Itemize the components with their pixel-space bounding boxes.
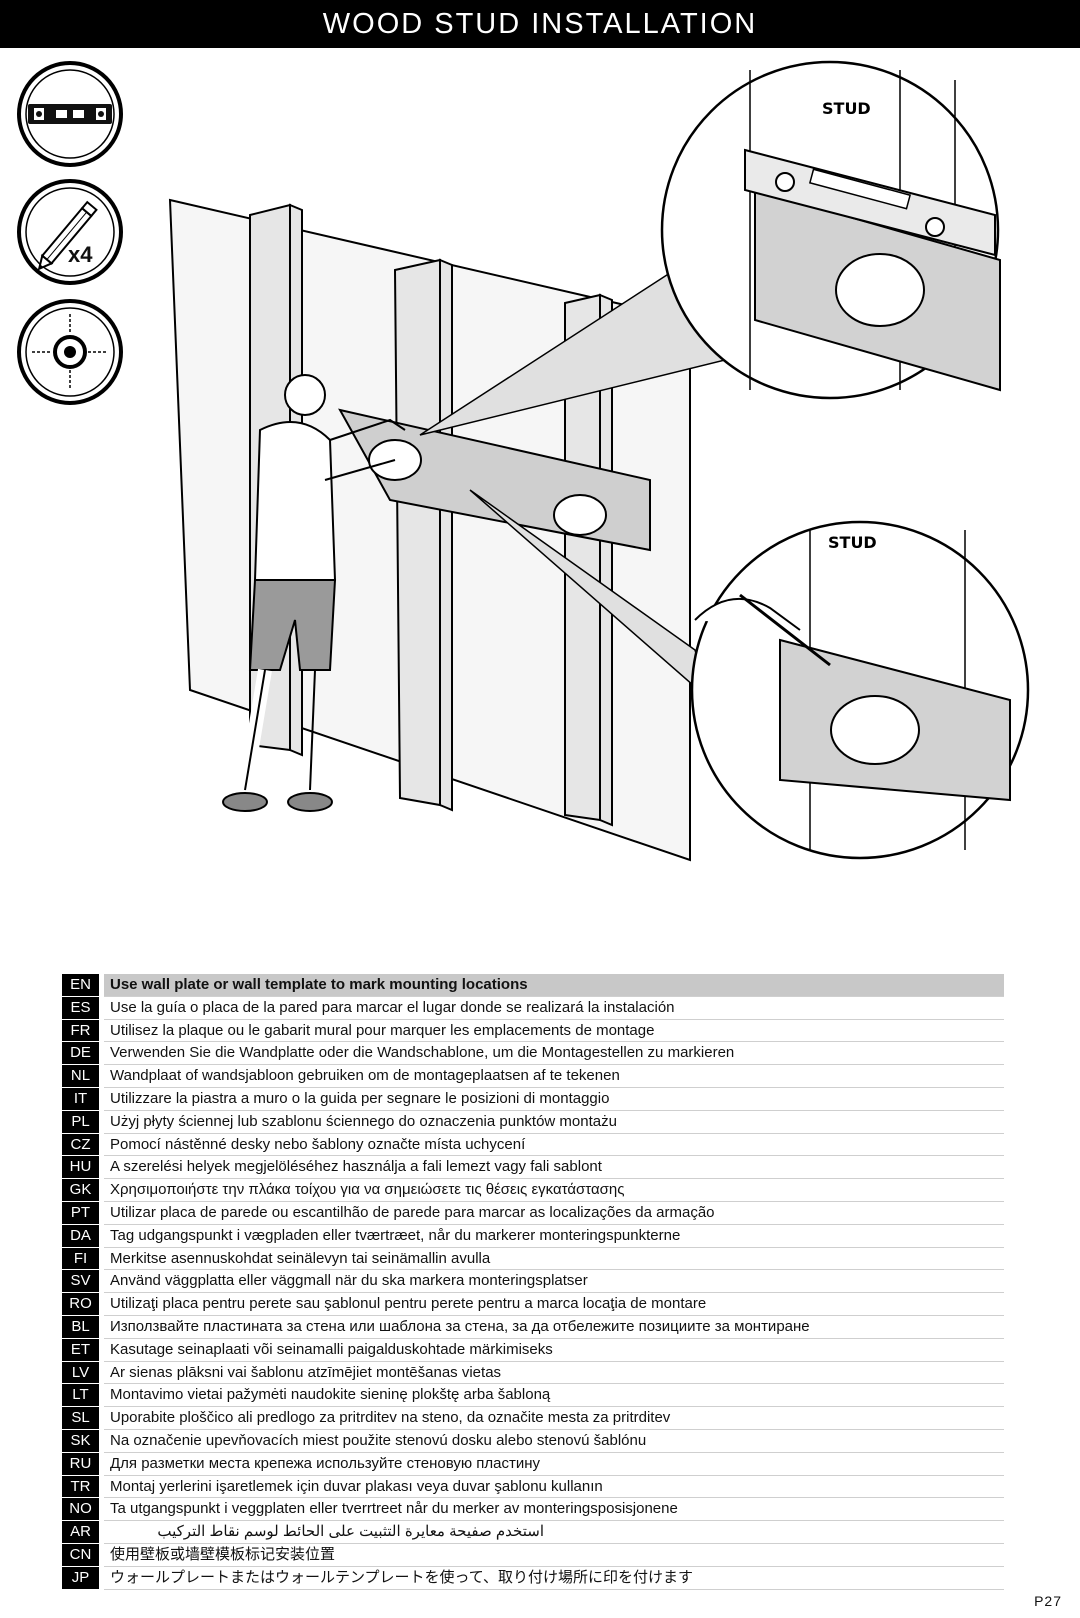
language-code: SV (62, 1270, 99, 1294)
instruction-text: A szerelési helyek megjelöléséhez haszná… (104, 1156, 1004, 1180)
instruction-text: Merkitse asennuskohdat seinälevyn tai se… (104, 1248, 1004, 1271)
instruction-text: Use la guía o placa de la pared para mar… (104, 997, 1004, 1020)
page-header: WOOD STUD INSTALLATION (0, 0, 1080, 48)
instruction-text: Pomocí nástěnné desky nebo šablony označ… (104, 1134, 1004, 1157)
pencil-icon (17, 179, 123, 285)
language-code: IT (62, 1087, 99, 1111)
callout-bottom (690, 520, 1030, 860)
language-code: ET (62, 1338, 99, 1362)
installation-illustration: STUD STUD (168, 60, 1030, 862)
language-code: ES (62, 996, 99, 1020)
stud-label-bottom: STUD (828, 533, 877, 552)
page-number: P27 (1034, 1593, 1062, 1609)
language-code: PT (62, 1201, 99, 1225)
language-code: BL (62, 1315, 99, 1339)
pencil-quantity: x4 (68, 242, 93, 267)
instruction-text: Na označenie upevňovacích miest použite … (104, 1430, 1004, 1453)
instruction-text: Для разметки места крепежа используйте с… (104, 1453, 1004, 1476)
instruction-text: Tag udgangspunkt i vægpladen eller tvært… (104, 1225, 1004, 1248)
stud-label-top: STUD (822, 99, 871, 118)
language-code: CZ (62, 1133, 99, 1157)
instruction-text: Verwenden Sie die Wandplatte oder die Wa… (104, 1042, 1004, 1066)
instruction-text: 使用壁板或墙壁模板标记安装位置 (104, 1544, 1004, 1567)
language-code: LT (62, 1384, 99, 1408)
instruction-text: Use wall plate or wall template to mark … (104, 974, 1004, 997)
instruction-text: Użyj płyty ściennej lub szablonu ścienne… (104, 1111, 1004, 1134)
instruction-text: استخدم صفيحة معايرة التثبيت على الحائط ل… (104, 1521, 1004, 1544)
instruction-text: ウォールプレートまたはウォールテンプレートを使って、取り付け場所に印を付けます (104, 1567, 1004, 1590)
instruction-text: Använd väggplatta eller väggmall när du … (104, 1270, 1004, 1294)
language-code: NL (62, 1065, 99, 1088)
person-figure (222, 374, 406, 812)
instruction-text: Uporabite ploščico ali predlogo za pritr… (104, 1407, 1004, 1430)
language-code: FR (62, 1019, 99, 1043)
language-code: CN (62, 1543, 99, 1567)
callout-top (660, 60, 1001, 400)
language-code: SL (62, 1407, 99, 1430)
language-code: AR (62, 1521, 99, 1544)
language-code: GK (62, 1179, 99, 1202)
language-code: DA (62, 1224, 99, 1248)
language-code: PL (62, 1110, 99, 1134)
language-code: LV (62, 1361, 99, 1385)
spirit-level-icon (17, 61, 123, 167)
instruction-text: Kasutage seinaplaati või seinamalli paig… (104, 1339, 1004, 1362)
language-code: EN (62, 974, 99, 997)
instruction-text: Montaj yerlerini işaretlemek için duvar … (104, 1476, 1004, 1499)
language-code: NO (62, 1498, 99, 1522)
page-title: WOOD STUD INSTALLATION (322, 8, 758, 40)
instruction-text: Wandplaat of wandsjabloon gebruiken om d… (104, 1065, 1004, 1088)
crosshair-target-icon (17, 299, 123, 405)
language-code: FI (62, 1247, 99, 1271)
language-code: DE (62, 1042, 99, 1066)
language-code: RO (62, 1293, 99, 1316)
language-code: HU (62, 1156, 99, 1180)
instruction-text: Utilizaţi placa pentru perete sau şablon… (104, 1293, 1004, 1316)
language-code: RU (62, 1452, 99, 1476)
pencil-tool: x4 (16, 178, 124, 286)
instruction-text: Ar sienas plāksni vai šablonu atzīmējiet… (104, 1362, 1004, 1385)
instruction-text: Χρησιμοποιήστε την πλάκα τοίχου για να σ… (104, 1179, 1004, 1202)
instruction-text: Utilisez la plaque ou le gabarit mural p… (104, 1020, 1004, 1043)
instruction-text: Utilizzare la piastra a muro o la guida … (104, 1088, 1004, 1111)
instruction-text: Montavimo vietai pažymėti naudokite sien… (104, 1384, 1004, 1408)
language-code: SK (62, 1429, 99, 1453)
instruction-text: Ta utgangspunkt i veggplaten eller tverr… (104, 1498, 1004, 1522)
language-code: TR (62, 1475, 99, 1499)
instruction-text: Utilizar placa de parede ou escantilhão … (104, 1202, 1004, 1225)
instruction-text: Използвайте пластината за стена или шабл… (104, 1316, 1004, 1339)
language-code: JP (62, 1566, 99, 1590)
